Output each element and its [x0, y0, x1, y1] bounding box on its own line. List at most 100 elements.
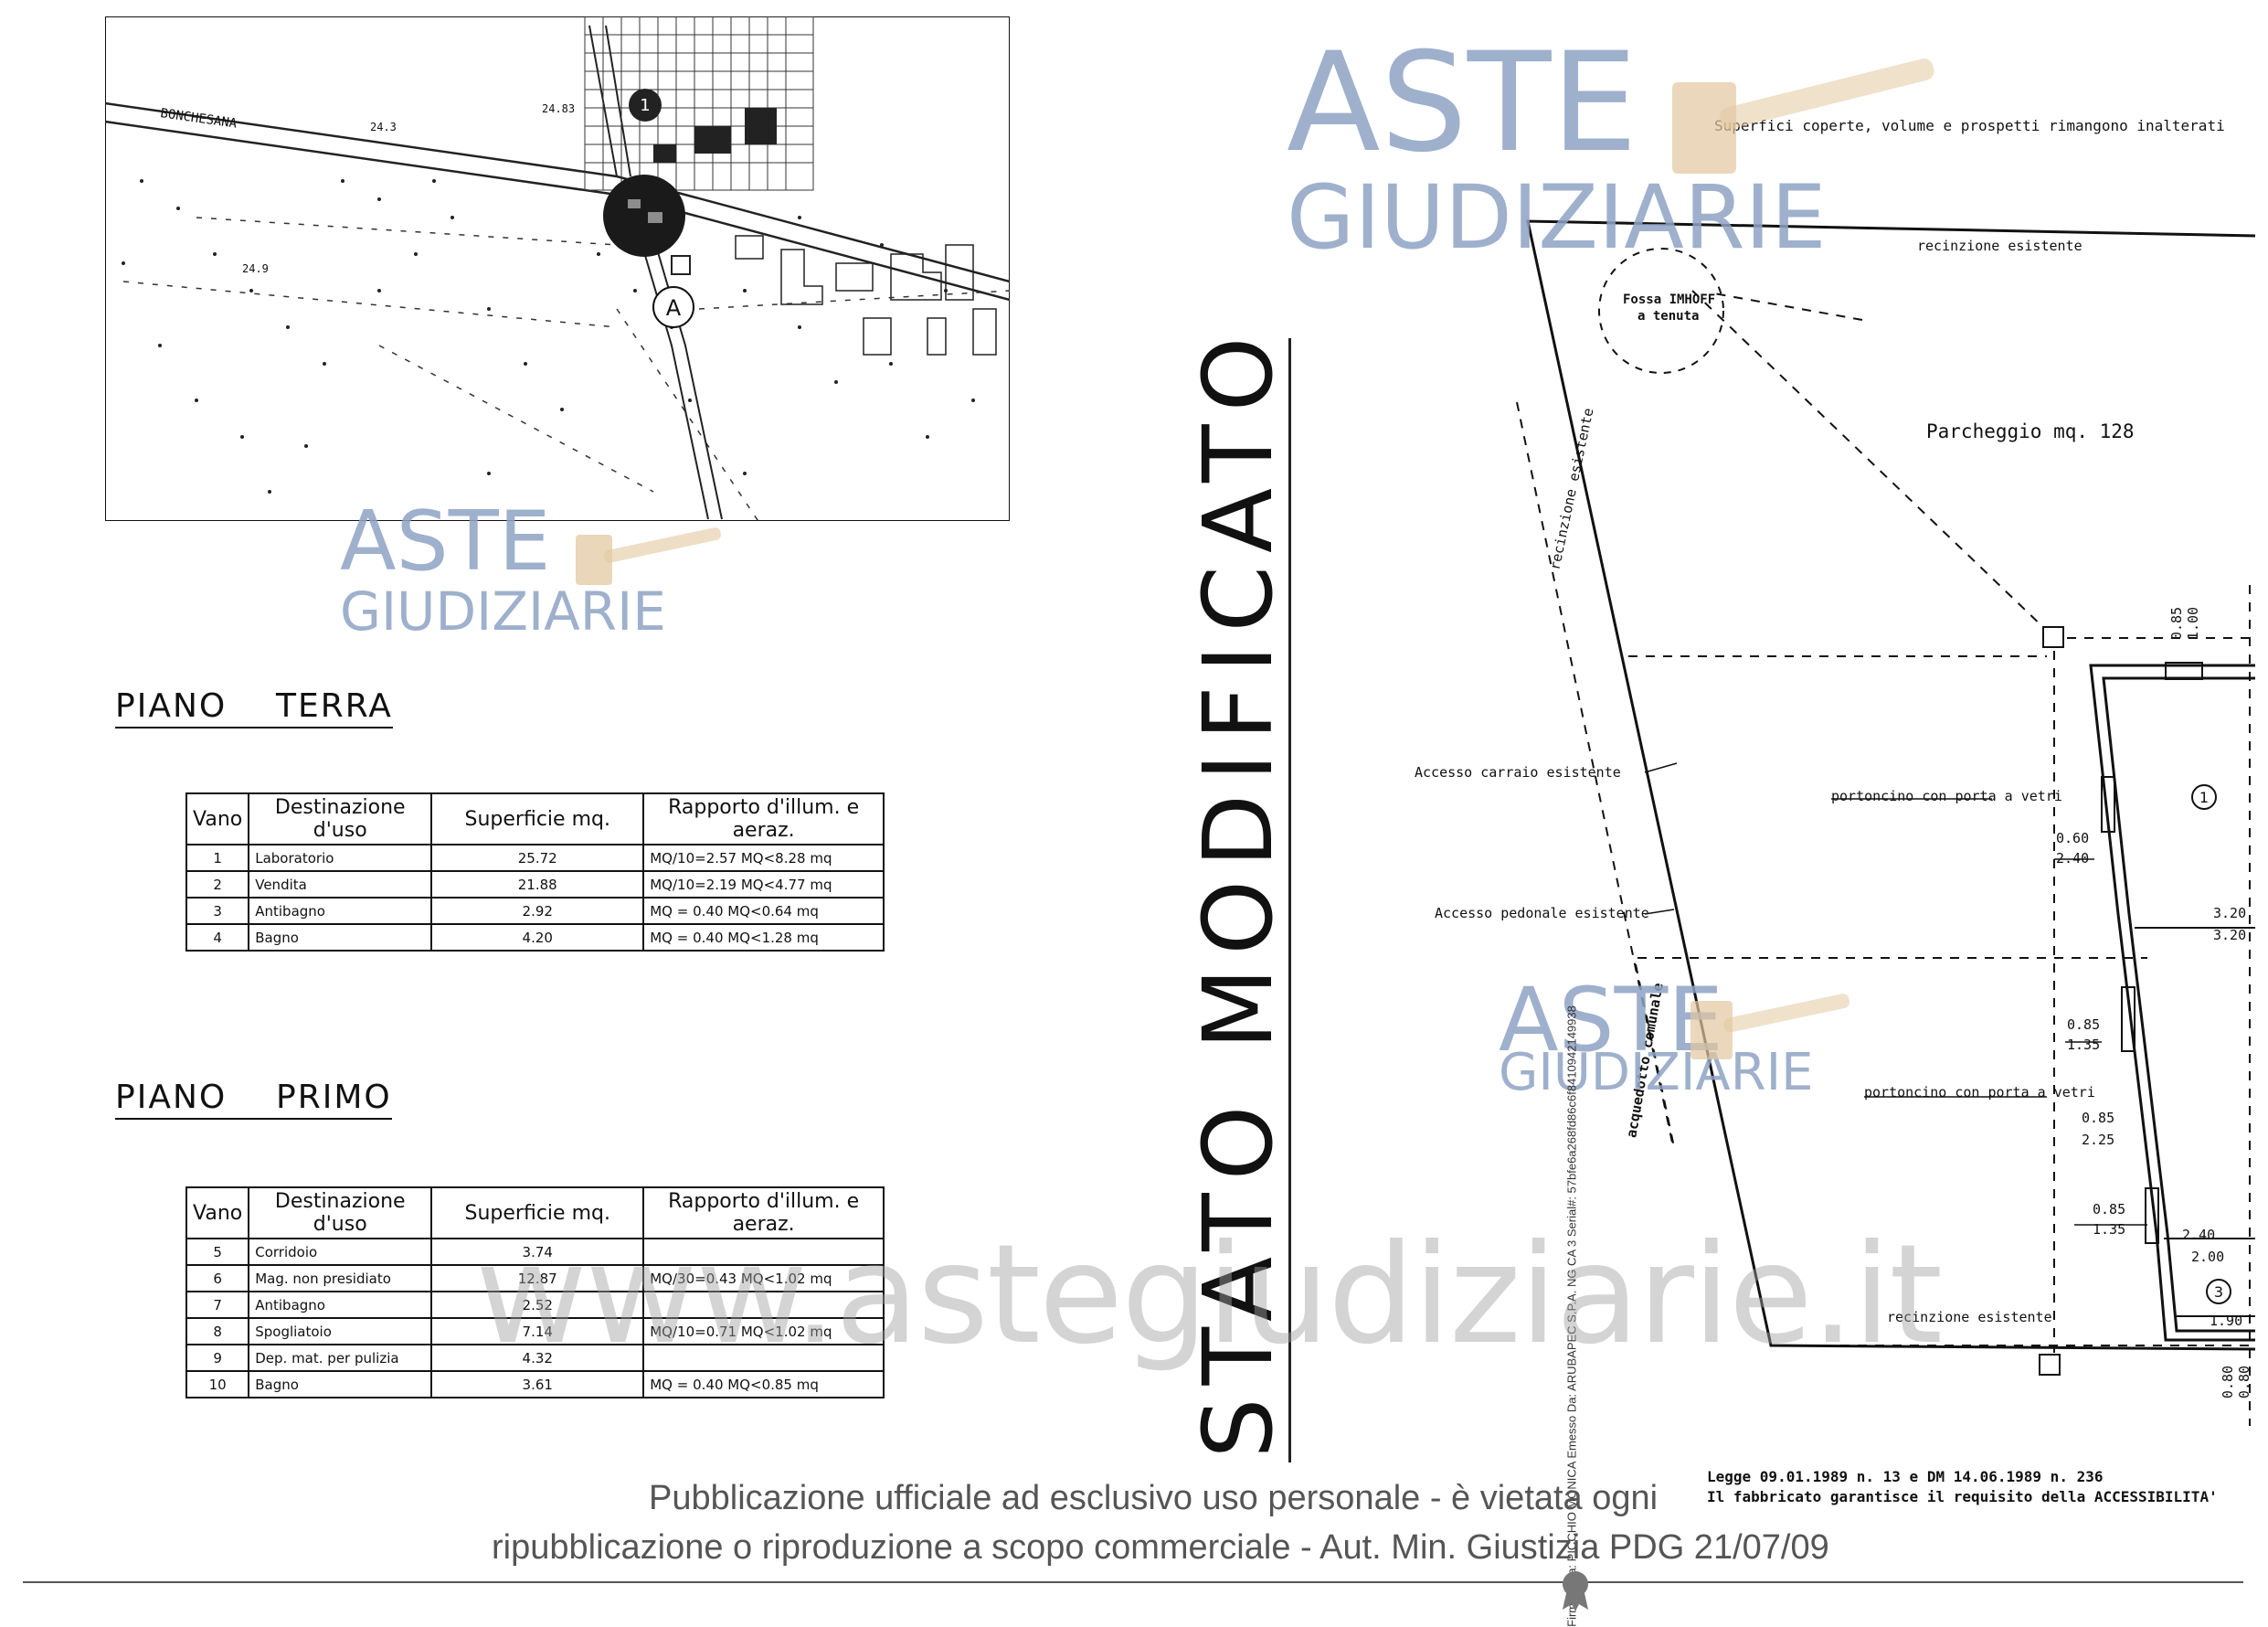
manhole-icon	[2042, 626, 2064, 648]
cell-vano: 9	[185, 1344, 250, 1372]
fence-top-label: recinzione esistente	[1917, 238, 2083, 254]
cell-destinazione: Laboratorio	[248, 844, 433, 872]
map-elevation: 24.9	[242, 262, 269, 275]
cell-vano: 10	[185, 1370, 250, 1398]
dim-085c: 0.85	[2093, 1201, 2126, 1218]
fence-bottom-label: recinzione esistente	[1887, 1309, 2052, 1325]
map-elevation: 24.83	[542, 102, 575, 115]
gavel-icon	[576, 527, 721, 585]
map-dots	[122, 179, 975, 494]
ground-floor-title: PIANO TERRA	[115, 687, 393, 728]
room-marker-3: 3	[2214, 1283, 2223, 1301]
cell-rapporto: MQ/10=2.19 MQ<4.77 mq	[642, 870, 885, 899]
dim-085a: 0.85	[2067, 1016, 2101, 1033]
dim-190: 1.90	[2210, 1313, 2243, 1329]
cell-destinazione: Mag. non presidiato	[248, 1264, 433, 1292]
cell-destinazione: Antibagno	[248, 1291, 433, 1319]
property-highlight	[603, 175, 685, 257]
cell-superficie: 7.14	[430, 1317, 645, 1345]
map-marker-a: A	[666, 295, 682, 321]
col-header-vano: Vano	[185, 792, 250, 845]
first-floor-table: Vano Destinazione d'uso Superficie mq. R…	[185, 1186, 885, 1398]
cell-rapporto: MQ/10=0.71 MQ<1.02 mq	[642, 1317, 885, 1345]
cell-rapporto	[642, 1291, 885, 1319]
cell-rapporto: MQ = 0.40 MQ<1.28 mq	[642, 923, 885, 952]
cell-vano: 3	[185, 897, 250, 925]
table-row: 1 Laboratorio 25.72 MQ/10=2.57 MQ<8.28 m…	[185, 844, 885, 872]
cell-destinazione: Antibagno	[248, 897, 433, 925]
room-marker-1: 1	[2199, 789, 2209, 806]
ground-floor-table: Vano Destinazione d'uso Superficie mq. R…	[185, 792, 885, 952]
map-elevation: 24.3	[370, 121, 397, 133]
watermark-url: www.astegiudiziarie.it	[475, 1216, 1943, 1375]
watermark-aste-mid: ASTE	[1499, 969, 1723, 1071]
cell-vano: 5	[185, 1238, 250, 1266]
dim-240: 2.40	[2056, 850, 2090, 867]
fence-left-container: recinzione esistente	[1546, 384, 1596, 594]
manhole-icon	[2039, 1354, 2061, 1376]
gavel-icon	[1690, 994, 1849, 1059]
cell-rapporto: MQ/10=2.57 MQ<8.28 mq	[642, 844, 885, 872]
law-line-1: Legge 09.01.1989 n. 13 e DM 14.06.1989 n…	[1707, 1468, 2104, 1485]
location-map: BONCHESANA 24.3 24.83 24.9 1 A	[105, 16, 1010, 521]
map-marker-a-circle	[652, 286, 694, 328]
cell-vano: 2	[185, 870, 250, 899]
watermark-giudiziarie: GIUDIZIARIE	[340, 580, 666, 643]
col-header-rapporto: Rapporto d'illum. e aeraz.	[642, 1186, 885, 1239]
fence-left-label: recinzione esistente	[1546, 406, 1597, 572]
dim-085b: 0.85	[2082, 1110, 2115, 1126]
parking-label: Parcheggio mq. 128	[1926, 420, 2135, 442]
table-row: 4 Bagno 4.20 MQ = 0.40 MQ<1.28 mq	[185, 923, 885, 952]
col-header-superficie: Superficie mq.	[430, 1186, 645, 1239]
ribbon-seal-icon	[1563, 1571, 1588, 1611]
dim-135a: 1.35	[2067, 1037, 2101, 1053]
septic-label-line1: Fossa IMHOFF	[1623, 292, 1716, 307]
cell-destinazione: Corridoio	[248, 1238, 433, 1266]
disclaimer-line-1: Pubblicazione ufficiale ad esclusivo uso…	[649, 1479, 1659, 1517]
door-label-2: portoncino con porta a vetri	[1864, 1084, 2095, 1101]
access-driveway-label: Accesso carraio esistente	[1415, 764, 1621, 781]
dim-text: 0.80	[2236, 1365, 2252, 1399]
cell-superficie: 2.52	[430, 1291, 645, 1319]
table-row: 10 Bagno 3.61 MQ = 0.40 MQ<0.85 mq	[185, 1370, 885, 1398]
cell-superficie: 21.88	[430, 870, 645, 899]
cell-vano: 1	[185, 844, 250, 872]
door-label-1: portoncino con porta a vetri	[1831, 788, 2062, 804]
table-row: 3 Antibagno 2.92 MQ = 0.40 MQ<0.64 mq	[185, 897, 885, 925]
dim-320a: 3.20	[2213, 905, 2247, 921]
dim-060: 0.60	[2056, 830, 2090, 846]
cell-destinazione: Bagno	[248, 1370, 433, 1398]
watermark-aste-top: ASTE	[1287, 24, 1638, 183]
cell-destinazione: Vendita	[248, 870, 433, 899]
cell-superficie: 3.61	[430, 1370, 645, 1398]
dim-240b: 2.40	[2182, 1227, 2216, 1243]
table-row: 5 Corridoio 3.74	[185, 1238, 885, 1266]
col-header-rapporto: Rapporto d'illum. e aeraz.	[642, 792, 885, 845]
cell-superficie: 2.92	[430, 897, 645, 925]
cell-destinazione: Dep. mat. per pulizia	[248, 1344, 433, 1372]
lot-boundary	[1526, 219, 2256, 1351]
divider-line	[1288, 338, 1291, 1462]
dim-135b: 1.35	[2093, 1221, 2126, 1238]
cell-vano: 7	[185, 1291, 250, 1319]
watermark-giudiziarie-mid: GIUDIZIARIE	[1499, 1043, 1814, 1102]
gavel-icon	[1672, 58, 1934, 174]
septic-label-line2: a tenuta	[1637, 309, 1700, 324]
dim-320b: 3.20	[2213, 927, 2247, 943]
col-header-destinazione: Destinazione d'uso	[248, 1186, 433, 1239]
first-floor-title: PIANO PRIMO	[115, 1079, 392, 1120]
dim-200: 2.00	[2191, 1249, 2225, 1265]
cell-superficie: 4.20	[430, 923, 645, 952]
table-row: 7 Antibagno 2.52	[185, 1291, 885, 1319]
cell-rapporto	[642, 1238, 885, 1266]
watermark-aste: ASTE	[340, 494, 551, 590]
access-pedestrian-label: Accesso pedonale esistente	[1435, 905, 1649, 921]
cell-destinazione: Spogliatoio	[248, 1317, 433, 1345]
room-marker-1-circle	[2191, 784, 2217, 810]
col-header-destinazione: Destinazione d'uso	[248, 792, 433, 845]
cell-vano: 8	[185, 1317, 250, 1345]
cell-rapporto: MQ = 0.40 MQ<0.64 mq	[642, 897, 885, 925]
room-marker-3-circle	[2206, 1279, 2231, 1304]
cell-vano: 6	[185, 1264, 250, 1292]
table-row: 6 Mag. non presidiato 12.87 MQ/30=0.43 M…	[185, 1264, 885, 1292]
